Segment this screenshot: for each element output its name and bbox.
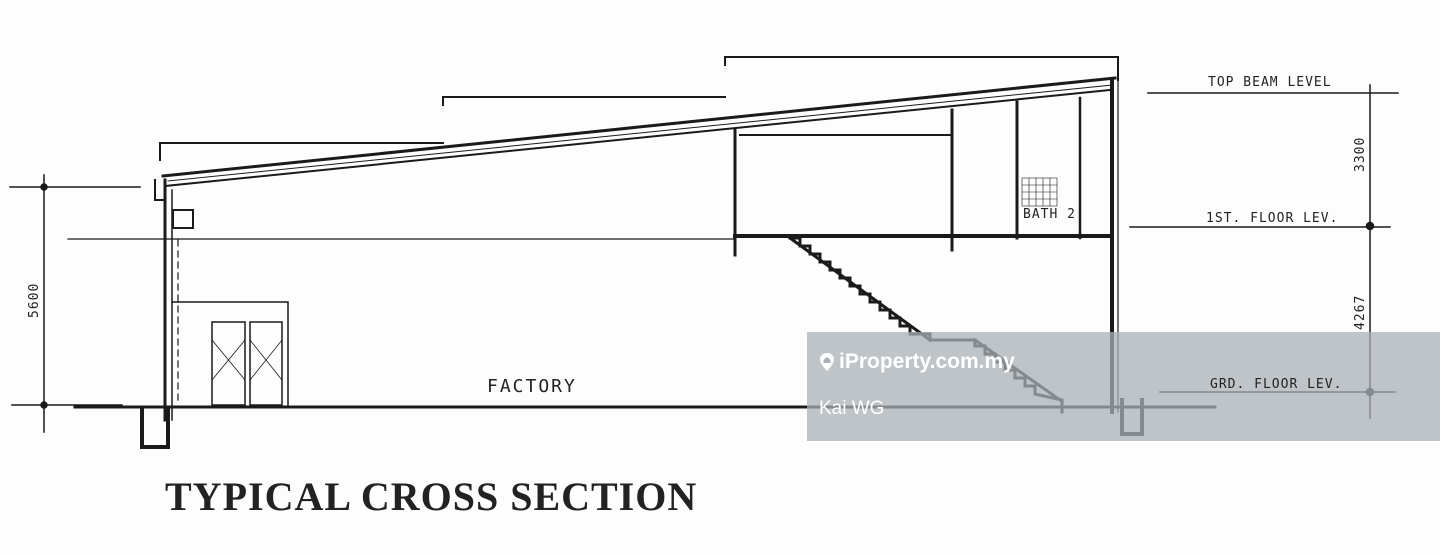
dimension-5600: 5600 (27, 283, 42, 318)
door-frame (171, 301, 289, 406)
room-label-factory: FACTORY (487, 376, 577, 397)
dimension-4267: 4267 (1353, 295, 1368, 330)
left-wall (154, 178, 194, 422)
dimension-3300: 3300 (1353, 137, 1368, 172)
drawing-title: TYPICAL CROSS SECTION (165, 474, 697, 519)
left-footing (140, 408, 170, 449)
dimension-left (9, 174, 141, 433)
level-top-beam: TOP BEAM LEVEL (1208, 75, 1332, 90)
watermark-brand: iProperty.com.my (819, 350, 1015, 374)
level-first-floor: 1ST. FLOOR LEV. (1206, 211, 1338, 226)
roof (161, 76, 1117, 188)
watermark-brand-text: iProperty.com.my (839, 350, 1015, 373)
location-pin-icon (820, 353, 834, 371)
room-label-bath: BATH 2 (1023, 207, 1076, 222)
level-ground-floor: GRD. FLOOR LEV. (1210, 377, 1342, 392)
parapet-lines (159, 56, 1119, 161)
first-floor (733, 78, 1119, 414)
watermark-agent: Kai WG (819, 398, 885, 419)
watermark-overlay (807, 332, 1440, 441)
